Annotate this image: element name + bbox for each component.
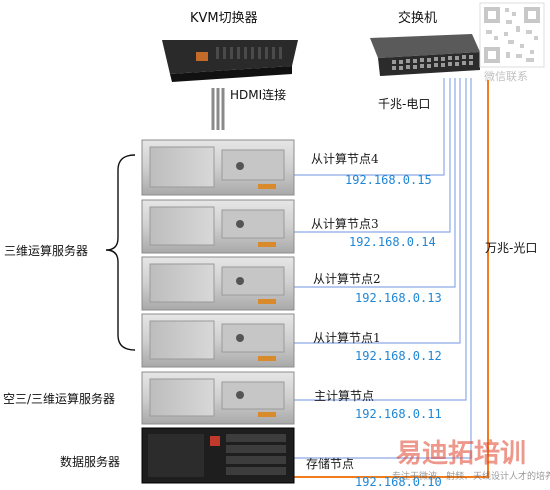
- group-label-three-d: 三维运算服务器: [4, 243, 88, 258]
- brand-watermark: 易迪拓培训: [396, 439, 526, 469]
- node-name: 存储节点: [306, 456, 354, 471]
- node-ip: 192.168.0.11: [355, 407, 442, 421]
- brand-tagline: 专注于微波、射频、天线设计人才的培养: [392, 470, 550, 482]
- node-name: 从计算节点1: [313, 330, 381, 345]
- qr-code-icon: [479, 2, 545, 68]
- kvm-switch-icon: [162, 40, 298, 82]
- server-master-icon: [141, 371, 295, 425]
- group-label-air-three-d: 空三/三维运算服务器: [3, 391, 115, 406]
- node-name: 主计算节点: [314, 388, 374, 403]
- server-compute-3-icon: [141, 199, 295, 254]
- gigabit-label: 千兆-电口: [378, 97, 430, 111]
- server-compute-1-icon: [141, 313, 295, 368]
- node-name: 从计算节点2: [313, 271, 381, 286]
- server-storage-icon: [141, 427, 295, 484]
- server-compute-4-icon: [141, 139, 295, 196]
- node-name: 从计算节点3: [311, 216, 379, 231]
- node-name: 从计算节点4: [311, 151, 379, 166]
- network-switch-icon: [370, 34, 480, 76]
- qr-caption: 微信联系: [484, 69, 528, 83]
- hdmi-cables: [211, 88, 225, 130]
- node-ip: 192.168.0.15: [345, 173, 432, 187]
- server-compute-2-icon: [141, 256, 295, 311]
- switch-label: 交换机: [398, 10, 437, 26]
- fiber-link: [294, 80, 489, 478]
- group-brace: [105, 154, 136, 351]
- ethernet-links: [294, 78, 472, 459]
- node-ip: 192.168.0.10: [355, 475, 442, 489]
- kvm-label: KVM切换器: [190, 11, 258, 26]
- server-stack: [141, 139, 295, 484]
- ten-gigabit-label: 万兆-光口: [485, 241, 537, 255]
- node-ip: 192.168.0.12: [355, 349, 442, 363]
- node-ip: 192.168.0.13: [355, 291, 442, 305]
- node-ip: 192.168.0.14: [349, 235, 436, 249]
- hdmi-label: HDMI连接: [230, 87, 286, 102]
- group-label-data: 数据服务器: [60, 454, 120, 469]
